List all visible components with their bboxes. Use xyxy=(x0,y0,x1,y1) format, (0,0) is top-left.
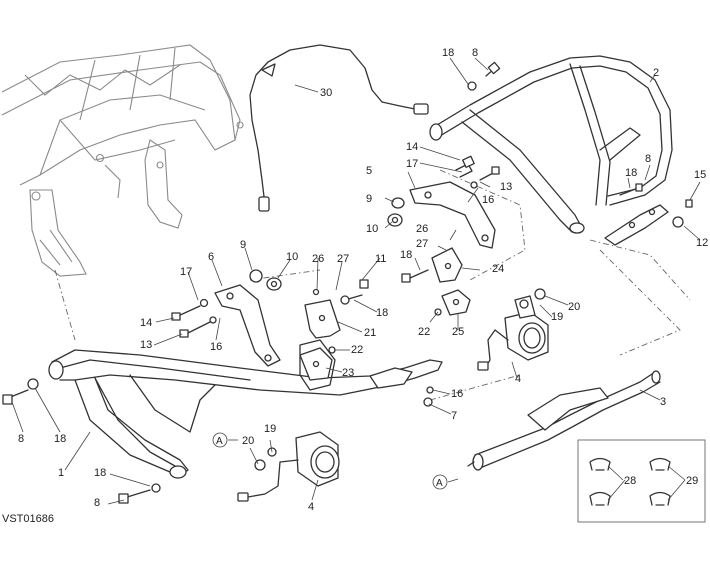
callout-18: 18 xyxy=(54,433,66,445)
bracket-6 xyxy=(214,284,281,367)
callout-10: 10 xyxy=(286,251,298,263)
callout-29: 29 xyxy=(686,475,698,487)
callout-18: 18 xyxy=(94,467,106,479)
svg-text:A: A xyxy=(216,436,223,447)
callout-6: 6 xyxy=(208,251,214,263)
callout-28: 28 xyxy=(624,475,636,487)
callout-9: 9 xyxy=(240,239,246,251)
callout-8: 8 xyxy=(18,433,24,445)
callout-20: 20 xyxy=(568,301,580,313)
assembly-guide-lines xyxy=(54,169,691,401)
svg-text:A: A xyxy=(436,478,443,489)
callout-8: 8 xyxy=(645,153,651,165)
callout-16: 16 xyxy=(451,388,463,400)
callout-16: 16 xyxy=(210,341,222,353)
callout-16: 16 xyxy=(482,194,494,206)
callout-4: 4 xyxy=(308,501,314,513)
callout-27: 27 xyxy=(337,253,349,265)
callout-18: 18 xyxy=(376,307,388,319)
motorcycle-frame xyxy=(1,44,244,277)
fog-light-right xyxy=(477,288,549,371)
upper-bar-mount-bracket xyxy=(604,204,669,246)
callout-8: 8 xyxy=(472,47,478,59)
bracket-24 xyxy=(401,247,463,283)
cross-bar xyxy=(467,370,661,471)
callout-22: 22 xyxy=(351,344,363,356)
callout-3: 3 xyxy=(660,396,666,408)
callout-17: 17 xyxy=(406,158,418,170)
callout-17: 17 xyxy=(180,266,192,278)
callout-18: 18 xyxy=(625,167,637,179)
callout-9: 9 xyxy=(366,193,372,205)
callout-24: 24 xyxy=(492,263,504,275)
spacers-lower xyxy=(249,269,282,291)
drawing-code: VST01686 xyxy=(2,513,54,525)
reference-marker-right: A xyxy=(432,474,459,490)
callout-10: 10 xyxy=(366,223,378,235)
bracket-21 xyxy=(304,288,341,339)
bracket-5 xyxy=(409,181,496,249)
callout-2: 2 xyxy=(653,67,659,79)
spacers-upper xyxy=(387,197,405,227)
callout-labels: 30 18 8 2 14 17 13 16 5 9 10 26 27 18 18… xyxy=(18,47,708,513)
callout-27: 27 xyxy=(416,238,428,250)
callout-14: 14 xyxy=(140,317,152,329)
callout-8: 8 xyxy=(94,497,100,509)
callout-5: 5 xyxy=(366,165,372,177)
callout-13: 13 xyxy=(140,339,152,351)
callout-18: 18 xyxy=(442,47,454,59)
lower-crash-bar xyxy=(48,339,443,479)
callout-22: 22 xyxy=(418,326,430,338)
bracket-23 xyxy=(299,346,336,381)
bolts-left xyxy=(2,279,369,504)
nuts-center xyxy=(423,386,434,407)
callout-11: 11 xyxy=(375,253,386,265)
callout-30: 30 xyxy=(320,87,332,99)
upper-crash-bar xyxy=(429,55,673,234)
callout-7: 7 xyxy=(451,410,457,422)
callout-25: 25 xyxy=(452,326,464,338)
bolts-upper xyxy=(455,61,693,228)
callout-4: 4 xyxy=(515,373,521,385)
callout-1: 1 xyxy=(58,467,64,479)
leader-lines xyxy=(11,57,701,505)
callout-12: 12 xyxy=(696,237,708,249)
wiring-harness xyxy=(249,44,429,212)
bracket-25 xyxy=(434,289,471,316)
callout-26: 26 xyxy=(312,253,324,265)
reference-marker-left: A xyxy=(212,432,238,448)
callout-21: 21 xyxy=(364,327,376,339)
callout-14: 14 xyxy=(406,141,418,153)
callout-23: 23 xyxy=(342,367,354,379)
callout-18: 18 xyxy=(400,249,412,261)
callout-15: 15 xyxy=(694,169,706,181)
callout-13: 13 xyxy=(500,181,512,193)
callout-26: 26 xyxy=(416,223,428,235)
callout-20: 20 xyxy=(242,435,254,447)
callout-19: 19 xyxy=(264,423,276,435)
callout-19: 19 xyxy=(551,311,563,323)
fog-light-left xyxy=(237,431,340,502)
